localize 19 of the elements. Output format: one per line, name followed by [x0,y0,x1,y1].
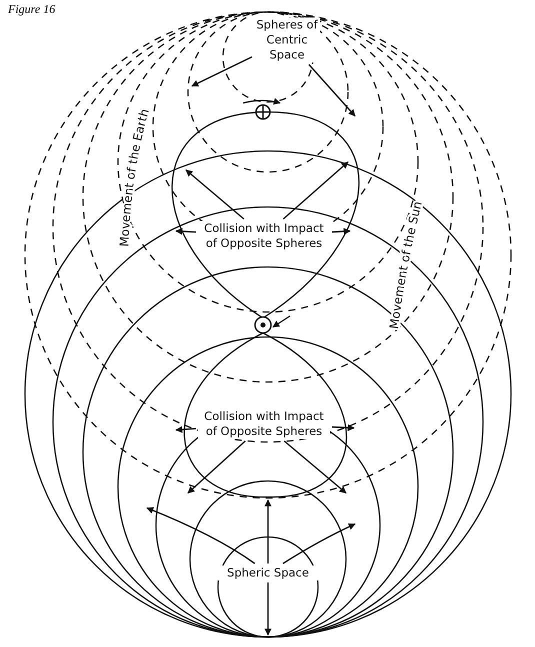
arrow [187,440,246,494]
arrow [264,499,272,564]
arrow [175,228,196,235]
arrow [308,64,356,117]
arrow [332,424,355,432]
arrow [332,228,351,235]
arrow [282,161,349,220]
callout-text: Spheres of Centric Space [254,18,320,62]
callout-text: Collision with Impact of Opposite Spheres [198,409,330,439]
arrow [146,507,256,564]
arrow [175,426,196,434]
arrow [264,582,272,636]
callout-text: Spheric Space [218,566,318,580]
arrow [191,56,252,87]
arrow [284,440,347,494]
figure-title: Figure 16 [8,2,56,17]
arrow [185,169,244,220]
callout-text: Collision with Impact of Opposite Spheres [198,221,330,251]
arrow [282,523,356,564]
